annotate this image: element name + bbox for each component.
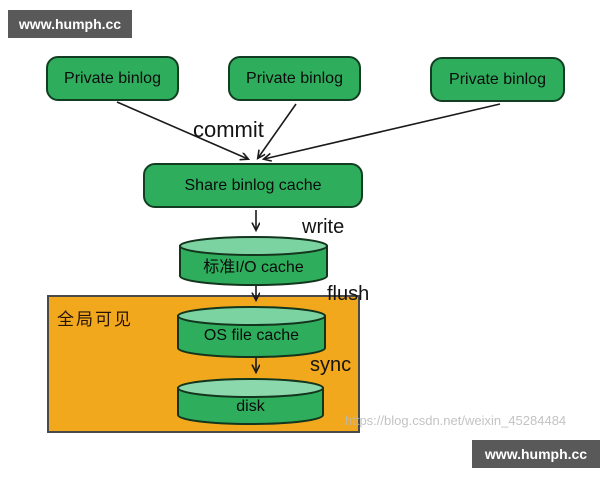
edge-label-commit: commit (193, 117, 264, 142)
cylinder-stdio-cache (179, 236, 328, 286)
cylinder-os-body (177, 315, 326, 358)
node-private-binlog-2-label: Private binlog (246, 69, 343, 87)
cylinder-disk-top (177, 378, 324, 398)
cylinder-stdio-top (179, 236, 328, 256)
node-private-binlog-3-label: Private binlog (449, 70, 546, 88)
node-private-binlog-1-label: Private binlog (64, 69, 161, 87)
edge-label-flush: flush (327, 283, 370, 305)
watermark-badge-top: www.humph.cc (8, 10, 132, 38)
edge-label-sync: sync (310, 354, 352, 376)
node-private-binlog-3: Private binlog (430, 57, 565, 102)
watermark-badge-bottom: www.humph.cc (472, 440, 600, 468)
cylinder-stdio-body (179, 245, 328, 286)
node-private-binlog-1: Private binlog (46, 56, 179, 101)
csdn-watermark-url: https://blog.csdn.net/weixin_45284484 (345, 413, 567, 428)
node-share-binlog-cache-label: Share binlog cache (184, 176, 322, 194)
arrow-commit-3 (264, 103, 501, 159)
cylinder-disk (177, 378, 324, 425)
cylinder-os-file-cache (177, 306, 326, 358)
node-stdio-cache-label: 标准I/O cache (203, 259, 304, 276)
node-os-file-cache-label: OS file cache (203, 327, 300, 344)
edge-label-write: write (302, 216, 345, 238)
watermark-badge-bottom-text: www.humph.cc (484, 446, 588, 462)
globally-visible-label: 全局可见 (57, 310, 133, 329)
arrow-commit-1 (116, 101, 248, 159)
arrow-commit-2 (258, 103, 297, 158)
node-private-binlog-2: Private binlog (228, 56, 361, 101)
arrow-lines (116, 101, 501, 372)
cylinder-os-top (177, 306, 326, 326)
watermark-badge-top-text: www.humph.cc (18, 16, 122, 32)
cylinder-disk-body (177, 387, 324, 425)
node-disk-label: disk (236, 398, 265, 415)
node-share-binlog-cache: Share binlog cache (143, 163, 363, 208)
